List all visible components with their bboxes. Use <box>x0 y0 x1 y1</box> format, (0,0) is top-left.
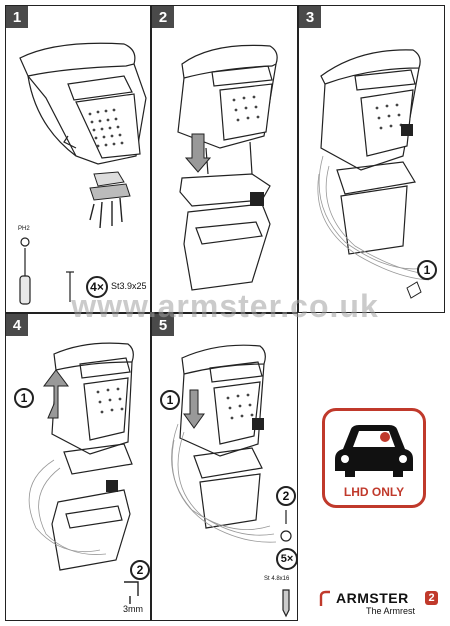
panel-number: 4 <box>6 314 28 336</box>
step-marker-2: 2 <box>276 486 296 506</box>
screw-count: 5× <box>276 548 297 570</box>
panel-5: 5 <box>151 313 298 621</box>
lhd-only-badge: LHD ONLY <box>322 408 426 508</box>
lhd-only-text: LHD ONLY <box>343 485 405 499</box>
brand-model: 2 <box>425 591 438 605</box>
panel-4: 4 1 2 3 <box>5 313 151 621</box>
armster-logo-icon <box>319 590 330 606</box>
panel-1: 1 <box>5 5 151 313</box>
armrest-illustration <box>177 44 278 291</box>
panel-3: 3 1 <box>298 5 445 313</box>
armrest-illustration <box>171 344 292 618</box>
hex-key-size: 3mm <box>123 604 143 614</box>
screw-spec: St 4.8x16 <box>264 576 290 582</box>
armrest-illustration <box>28 342 139 604</box>
step-marker: 1 <box>417 260 437 280</box>
step-marker-1: 1 <box>160 390 180 410</box>
panel-2: 2 <box>151 5 298 313</box>
brand-name: ARMSTER <box>336 590 409 606</box>
watermark: www.armster.co.uk <box>71 288 379 324</box>
armrest-illustration <box>19 42 147 305</box>
brand-logo: ARMSTER 2 The Armrest <box>318 588 440 618</box>
tool-label: PH2 <box>18 226 30 232</box>
car-icon <box>335 425 413 477</box>
panel-number: 3 <box>299 6 321 28</box>
armrest-illustration <box>317 49 430 299</box>
screw-count: 4× <box>86 276 108 298</box>
panel-number: 5 <box>152 314 174 336</box>
panel-number: 2 <box>152 6 174 28</box>
step-marker-2: 2 <box>130 560 150 580</box>
panel-number: 1 <box>6 6 28 28</box>
screw-spec: St3.9x25 <box>111 281 147 291</box>
brand-tagline: The Armrest <box>366 606 416 616</box>
step-marker-1: 1 <box>14 388 34 408</box>
